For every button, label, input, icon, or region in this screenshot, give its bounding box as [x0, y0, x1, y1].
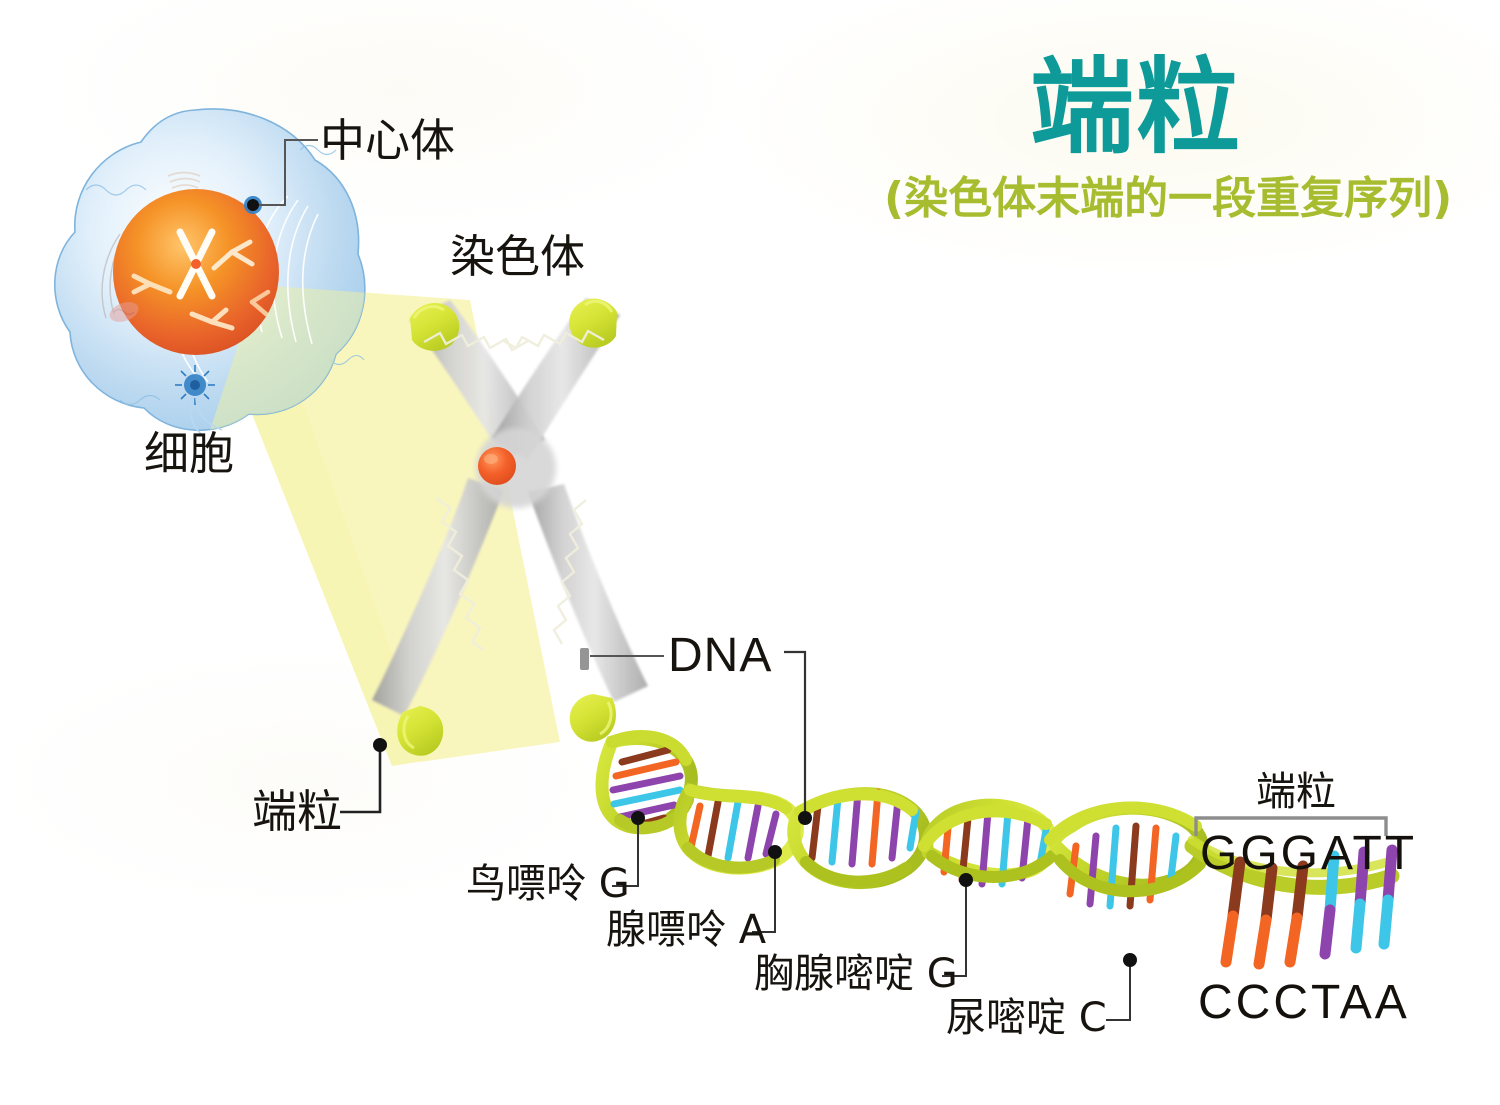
label-chromosome: 染色体	[450, 230, 586, 283]
leader-guanine	[612, 818, 639, 887]
helix-loop-5	[1044, 801, 1209, 910]
cell-illustration	[53, 108, 366, 437]
label-telomere-sequence: 端粒	[1256, 769, 1336, 815]
label-telomere-chromosome: 端粒	[252, 785, 343, 838]
leader-adenine	[752, 852, 776, 933]
sequence-top-strand: GGGATT	[1200, 827, 1418, 880]
label-dna: DNA	[668, 629, 773, 682]
label-thymine: 胸腺嘧啶 G	[754, 951, 958, 997]
leader-dna-right	[784, 650, 807, 818]
leader-centrosome	[253, 139, 318, 206]
leader-cytosine	[1106, 960, 1131, 1021]
label-guanine: 鸟嘌呤 G	[466, 861, 630, 907]
chromosome-arm-lower-left	[372, 478, 504, 756]
leader-telomere-chromosome	[340, 745, 382, 814]
helix-loop-2	[673, 782, 804, 875]
helix-loop-3	[787, 787, 932, 890]
label-adenine: 腺嘌呤 A	[606, 907, 767, 953]
nucleus	[113, 189, 279, 355]
chromosome-illustration	[372, 298, 648, 756]
helix-loop-4	[918, 798, 1059, 888]
page-title: 端粒	[1030, 46, 1243, 168]
telomere-base-pairs	[1220, 844, 1398, 970]
centromere-dot	[478, 447, 516, 485]
telomere-bracket	[1194, 816, 1388, 836]
chromosome-arm-upper-right	[492, 298, 620, 460]
sequence-bottom-strand: CCCTAA	[1198, 976, 1410, 1029]
label-cell: 细胞	[144, 427, 235, 480]
chromosome-arm-lower-right	[528, 484, 648, 742]
dna-attachment-marker	[580, 648, 589, 670]
organelle-mitochondria	[109, 302, 139, 322]
organelle-golgi	[167, 171, 201, 189]
leader-lines	[247, 139, 1388, 1021]
page-subtitle: (染色体末端的一段重复序列)	[884, 173, 1453, 224]
centrosome-lower	[175, 365, 223, 437]
label-centrosome: 中心体	[320, 114, 456, 167]
label-cytosine: 尿嘧啶 C	[946, 995, 1107, 1041]
leader-thymine	[942, 880, 967, 977]
